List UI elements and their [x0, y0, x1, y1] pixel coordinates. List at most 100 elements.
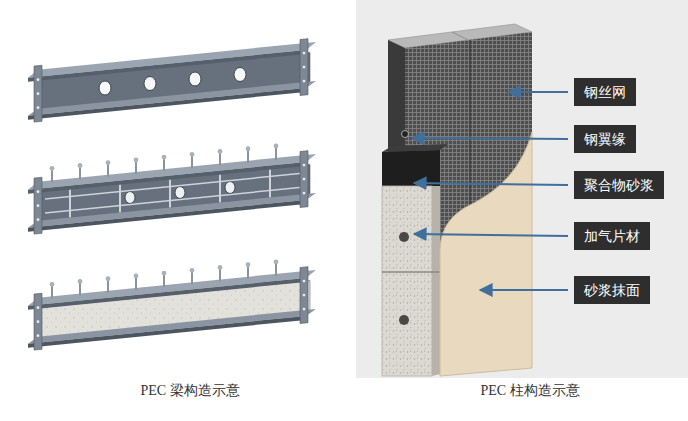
panel-hole: [399, 315, 409, 325]
top-flange: [28, 42, 316, 78]
pec-beam: [28, 39, 316, 122]
stud-head: [50, 166, 55, 171]
stiffener: [119, 185, 121, 213]
bolt: [37, 92, 40, 95]
bolt: [303, 164, 306, 167]
bottom-flange-edge: [28, 316, 306, 348]
web-hole: [234, 68, 246, 82]
stud-head: [274, 144, 279, 149]
panel-joint: [382, 271, 440, 273]
stud-head: [218, 265, 223, 270]
callout-box: 砂浆抹面: [574, 276, 650, 304]
bolt: [37, 334, 40, 337]
stiffener: [169, 180, 171, 208]
stud-head: [50, 282, 55, 287]
stud-head: [162, 155, 167, 160]
bolt: [303, 294, 306, 297]
bolt: [303, 178, 306, 181]
pec-column: [356, 0, 688, 378]
bolt: [37, 218, 40, 221]
web-hole: [125, 192, 135, 204]
bottom-flange-edge: [28, 200, 306, 232]
leader-line: [508, 91, 568, 93]
pec-beam: [28, 260, 316, 351]
callout-text: 加气片材: [584, 227, 640, 245]
stud-head: [134, 158, 139, 163]
bolt: [303, 52, 306, 55]
aerated-panel: [382, 186, 432, 376]
stiffener: [69, 190, 71, 218]
callout-box: 加气片材: [574, 222, 650, 250]
stud-head: [190, 152, 195, 157]
top-flange-edge: [28, 278, 306, 310]
top-flange: [28, 154, 316, 190]
bolt: [37, 78, 40, 81]
stud-head: [218, 149, 223, 154]
web-hole: [99, 81, 111, 95]
bolt: [303, 280, 306, 283]
mortar-plaster: [440, 132, 532, 376]
panel-hole: [399, 232, 409, 242]
top-flange-edge: [28, 162, 306, 194]
callout-box: 钢翼缘: [574, 125, 636, 153]
bolt: [37, 190, 40, 193]
bottom-flange-edge: [28, 88, 306, 120]
figure-caption: PEC 柱构造示意: [480, 382, 579, 400]
callout-text: 聚合物砂浆: [584, 176, 654, 194]
bolt: [303, 192, 306, 195]
stud-head: [106, 160, 111, 165]
end-plate: [34, 293, 42, 350]
bolt: [37, 106, 40, 109]
bolt: [37, 306, 40, 309]
stiffener: [219, 175, 221, 203]
callout-box: 钢丝网: [574, 78, 636, 106]
web-hole: [175, 187, 185, 199]
bolt: [303, 80, 306, 83]
callout-text: 砂浆抹面: [584, 281, 640, 299]
bolt: [303, 308, 306, 311]
stud-head: [162, 271, 167, 276]
stud-head: [106, 276, 111, 281]
bolt: [37, 204, 40, 207]
leader-line: [414, 234, 568, 236]
stud-head: [134, 274, 139, 279]
end-plate: [300, 267, 308, 324]
bottom-flange: [28, 309, 316, 344]
bolt: [37, 320, 40, 323]
web-hole: [144, 77, 156, 91]
leader-line: [480, 289, 568, 291]
aerated-side: [432, 186, 440, 376]
pec-beam: [28, 144, 316, 235]
callout-text: 钢翼缘: [584, 130, 626, 148]
figure-caption: PEC 梁构造示意: [140, 382, 239, 400]
web-hole: [189, 72, 201, 86]
callout-box: 聚合物砂浆: [574, 171, 664, 199]
stud-head: [274, 260, 279, 265]
stiffener: [269, 170, 271, 198]
mesh-seam: [452, 32, 468, 40]
stud-head: [78, 163, 83, 168]
steel-flange-top: [382, 144, 448, 152]
bottom-flange: [28, 81, 316, 116]
top-flange: [28, 270, 316, 306]
stud-head: [190, 268, 195, 273]
web-hole: [225, 182, 235, 194]
stud-head: [246, 262, 251, 267]
stud-head: [246, 146, 251, 151]
end-plate: [34, 177, 42, 234]
bolt: [303, 66, 306, 69]
end-plate: [300, 39, 308, 96]
callout-text: 钢丝网: [584, 83, 626, 101]
leader-line: [414, 183, 568, 185]
leader-line: [412, 138, 568, 139]
bottom-flange: [28, 193, 316, 228]
photo-ground: [356, 0, 688, 378]
top-flange-edge: [28, 50, 306, 82]
bolt: [402, 131, 409, 138]
stud-head: [78, 279, 83, 284]
end-plate: [300, 151, 308, 208]
end-plate: [34, 65, 42, 122]
